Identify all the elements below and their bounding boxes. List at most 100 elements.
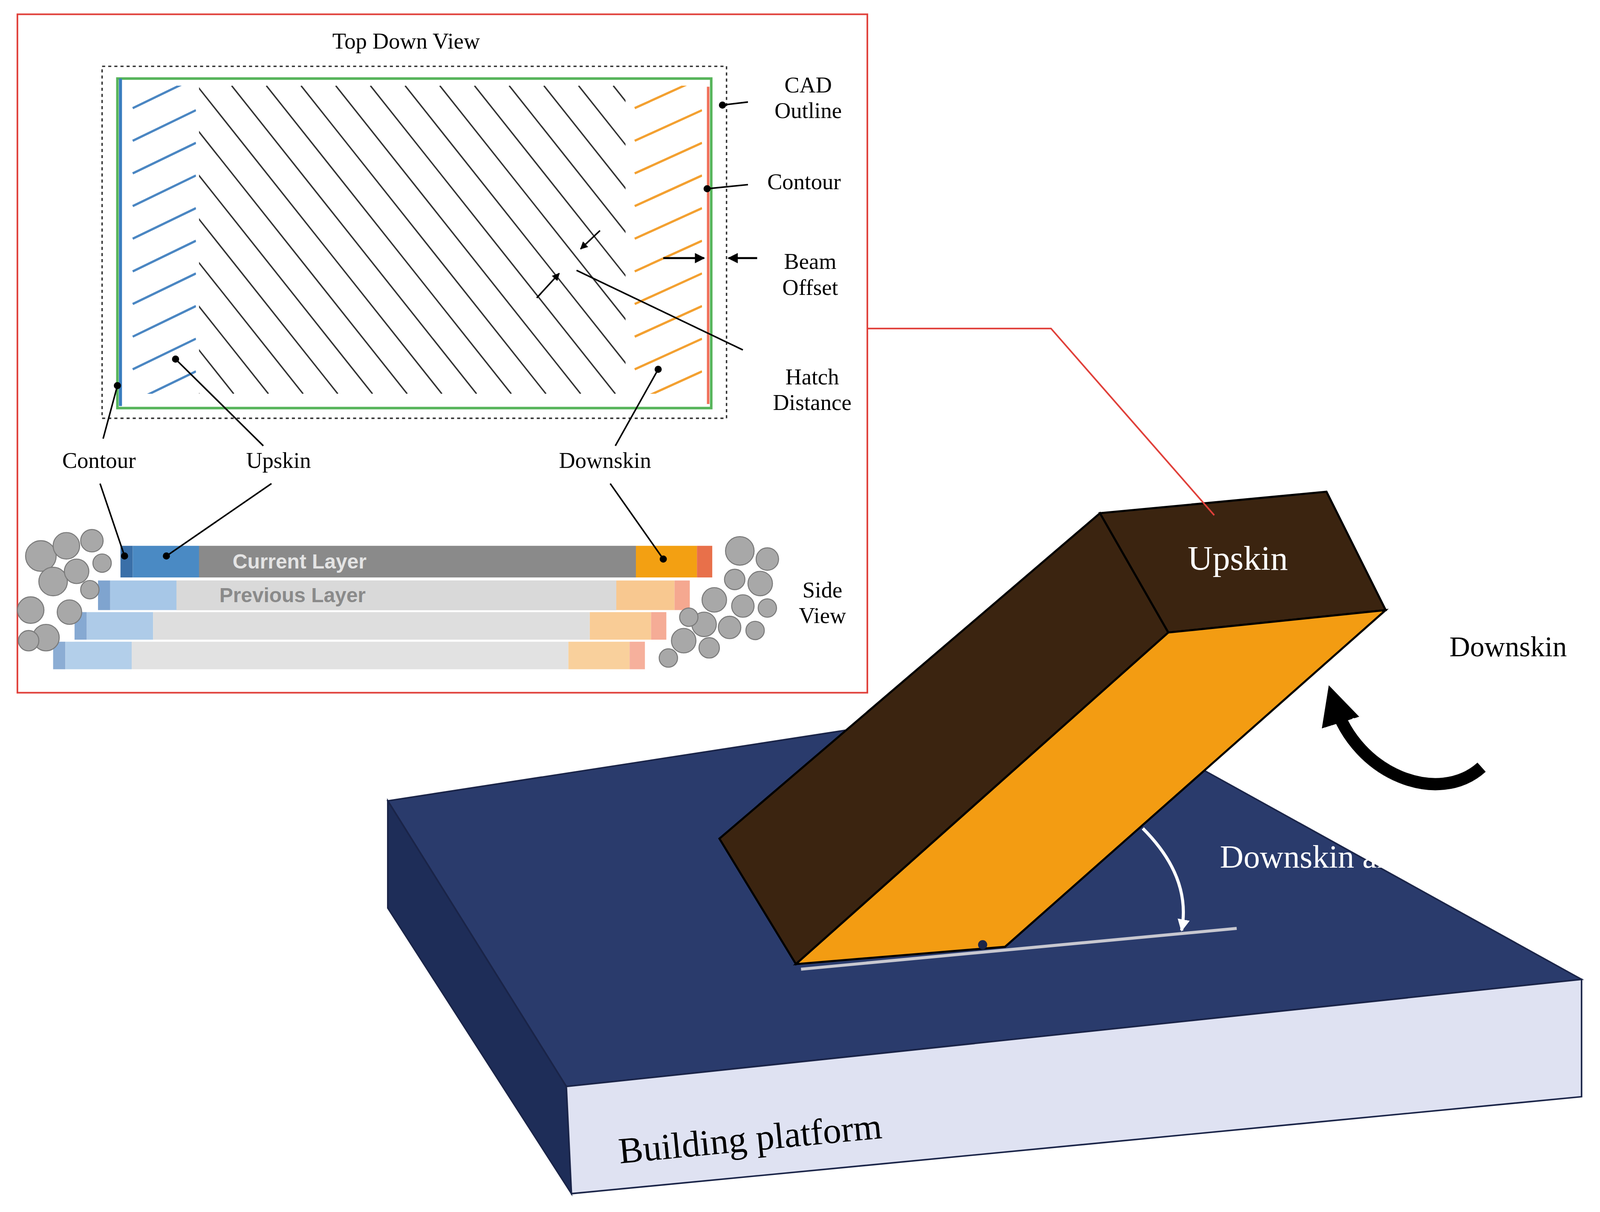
hatch-stroke (132, 306, 196, 337)
hatch-stroke (634, 371, 702, 394)
powder-particle (701, 587, 727, 613)
powder-particle (25, 540, 57, 572)
powder-particle (756, 548, 779, 571)
powder-particle (18, 630, 39, 651)
core-hatch (199, 85, 626, 394)
hatch-stroke (634, 110, 702, 142)
label: Contour (43, 447, 156, 474)
powder-particle (92, 554, 112, 573)
layer-segment (589, 612, 652, 640)
label: Building platform (565, 1100, 935, 1178)
upskin-face (1100, 491, 1386, 633)
inset-panel (17, 14, 868, 694)
hatch-stroke (199, 85, 373, 394)
hatch-stroke (634, 85, 702, 109)
hatch-stroke (634, 142, 702, 174)
hatch-stroke (335, 85, 581, 394)
powder-particle (724, 569, 746, 590)
hatch-stroke (199, 85, 234, 394)
powder-particle (53, 532, 80, 560)
leader-line (615, 369, 659, 447)
leader-line (707, 184, 749, 189)
hatch-stroke (132, 371, 196, 394)
hatch-stroke (132, 240, 196, 272)
leader-dot (113, 382, 122, 390)
hatch-stroke (266, 85, 512, 394)
angle-vertex-dot (978, 940, 988, 950)
hatch-stroke (634, 306, 702, 337)
label: Beam Offset (769, 248, 852, 301)
powder-particle (659, 649, 678, 668)
layer-segment (635, 545, 698, 578)
hatch-stroke (231, 85, 477, 394)
layer-segment (613, 580, 675, 610)
hatch-stroke (132, 338, 196, 370)
hatch-stroke (199, 85, 442, 394)
hatch-stroke (132, 207, 196, 239)
layer-segment (153, 612, 590, 640)
hatch-stroke (132, 175, 196, 207)
leader-dot (121, 552, 129, 560)
leader-line (166, 483, 272, 557)
powder-particle (698, 637, 720, 659)
powder-particle (679, 608, 699, 627)
hatch-stroke (578, 85, 626, 394)
layer-label: Previous Layer (219, 583, 366, 607)
layer-segment (650, 612, 667, 640)
powder-particle (671, 628, 696, 653)
hatch-stroke (132, 85, 196, 109)
powder-particle (57, 600, 82, 625)
powder-particle (38, 567, 68, 596)
label: Top Down View (294, 27, 519, 54)
hatch-stroke (634, 240, 702, 272)
layer-segment (132, 545, 200, 578)
leader-line (722, 101, 749, 105)
powder-particle (758, 598, 777, 618)
hatch-stroke (132, 142, 196, 174)
contour-right (707, 86, 710, 405)
layer-segment (199, 545, 636, 578)
layer-segment (674, 580, 691, 610)
layer-segment (131, 641, 569, 670)
leader-dot (719, 101, 727, 109)
powder-particle (80, 529, 104, 552)
angle-arc (1142, 828, 1184, 931)
hatch-arrow (536, 273, 560, 298)
label: CAD Outline (767, 72, 850, 124)
leader-dot (659, 555, 668, 564)
layer-bar: Current Layer (199, 545, 636, 578)
hatch-stroke (543, 85, 626, 394)
downskin-hatch (634, 85, 702, 394)
hatch-stroke (300, 85, 546, 394)
powder-particle (80, 580, 99, 599)
label: Downskin angle (1193, 838, 1459, 876)
powder-particles (17, 529, 779, 668)
platform-side (387, 800, 572, 1194)
downskin-arrow-highlight (1353, 718, 1470, 775)
label: Upskin (222, 447, 335, 474)
hatch-stroke (634, 273, 702, 305)
hatch-stroke (370, 85, 616, 394)
layer-segment (110, 580, 177, 610)
inset-leader (867, 328, 1215, 516)
layer-segment (696, 545, 713, 578)
label: Hatch Distance (765, 363, 860, 416)
cad-outline (102, 66, 727, 419)
hatch-stroke (509, 85, 626, 394)
powder-particle (64, 559, 89, 584)
hatch-stroke (405, 85, 626, 394)
leader-line (576, 270, 743, 350)
powder-particle (718, 616, 741, 639)
layer-bar: Previous Layer (176, 580, 617, 610)
leader-dot (654, 365, 662, 373)
layer-segment (568, 641, 630, 670)
downskin-face (795, 610, 1386, 965)
powder-particle (725, 536, 754, 566)
downskin-arrow (1334, 704, 1482, 785)
hatch-stroke (634, 338, 702, 370)
hatch-stroke (613, 85, 626, 394)
hatch-stroke (634, 175, 702, 207)
layer-segment (98, 580, 111, 610)
hatch-stroke (132, 273, 196, 305)
